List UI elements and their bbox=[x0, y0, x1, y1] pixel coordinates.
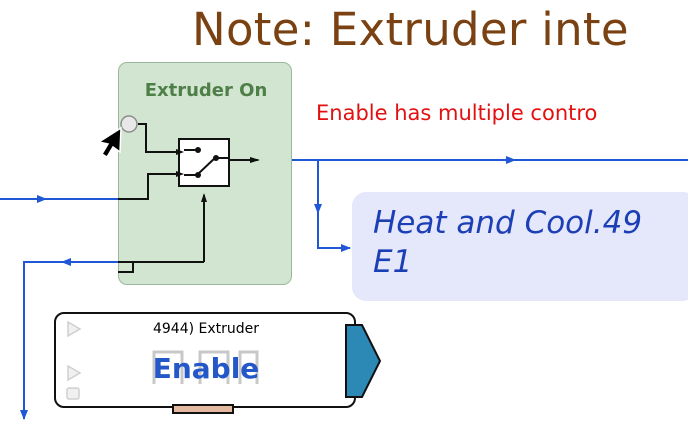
pulse-graph-icon bbox=[152, 350, 258, 384]
switch-block-title: Extruder On bbox=[144, 80, 268, 101]
heat-and-cool-note[interactable]: Heat and Cool.49 E1 bbox=[352, 192, 688, 301]
enable-warning-note: Enable has multiple contro bbox=[316, 101, 598, 125]
port-column-icon bbox=[66, 320, 82, 400]
note-link-wire bbox=[317, 160, 351, 252]
extruder-on-switch-block[interactable]: Extruder On bbox=[117, 62, 292, 285]
toggle-switch-icon bbox=[117, 114, 260, 273]
note-title: Note: Extruder inte bbox=[192, 3, 629, 56]
block-name: 4944) Extruder bbox=[152, 321, 260, 337]
triangle-output-port-icon[interactable] bbox=[344, 324, 384, 398]
block-connector-tab[interactable] bbox=[172, 404, 234, 414]
heat-note-line-1: Heat and Cool.49 bbox=[373, 205, 643, 241]
arrow-cursor-icon bbox=[97, 126, 122, 159]
block-value: Enable bbox=[152, 352, 260, 385]
extruder-enable-block[interactable]: 4944) Extruder Enable bbox=[54, 312, 356, 408]
heat-note-line-2: E1 bbox=[373, 244, 413, 280]
